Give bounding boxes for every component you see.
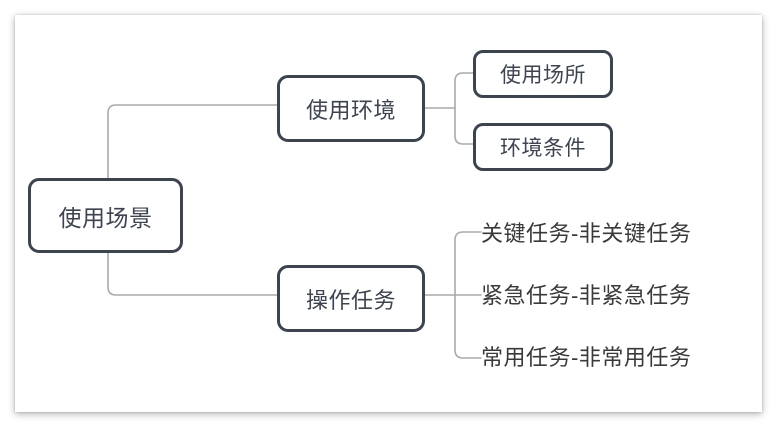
node-use-environment-label: 使用环境 [305,97,396,123]
leaf-key-task-label: 关键任务-非关键任务 [481,221,692,246]
node-use-place-label: 使用场所 [500,64,586,87]
node-root-use-scenario[interactable]: 使用场景 [28,178,183,253]
node-use-place[interactable]: 使用场所 [473,50,613,98]
leaf-key-task[interactable]: 关键任务-非关键任务 [481,223,691,245]
node-operation-task[interactable]: 操作任务 [277,265,425,332]
leaf-urgent-task[interactable]: 紧急任务-非紧急任务 [481,285,691,307]
node-use-environment[interactable]: 使用环境 [277,75,425,142]
node-operation-task-label: 操作任务 [305,287,396,313]
node-environment-condition[interactable]: 环境条件 [473,123,613,171]
leaf-urgent-task-label: 紧急任务-非紧急任务 [481,283,692,308]
node-root-label: 使用场景 [58,204,153,231]
node-environment-condition-label: 环境条件 [500,137,586,160]
leaf-common-task[interactable]: 常用任务-非常用任务 [481,347,691,369]
leaf-common-task-label: 常用任务-非常用任务 [481,345,692,370]
